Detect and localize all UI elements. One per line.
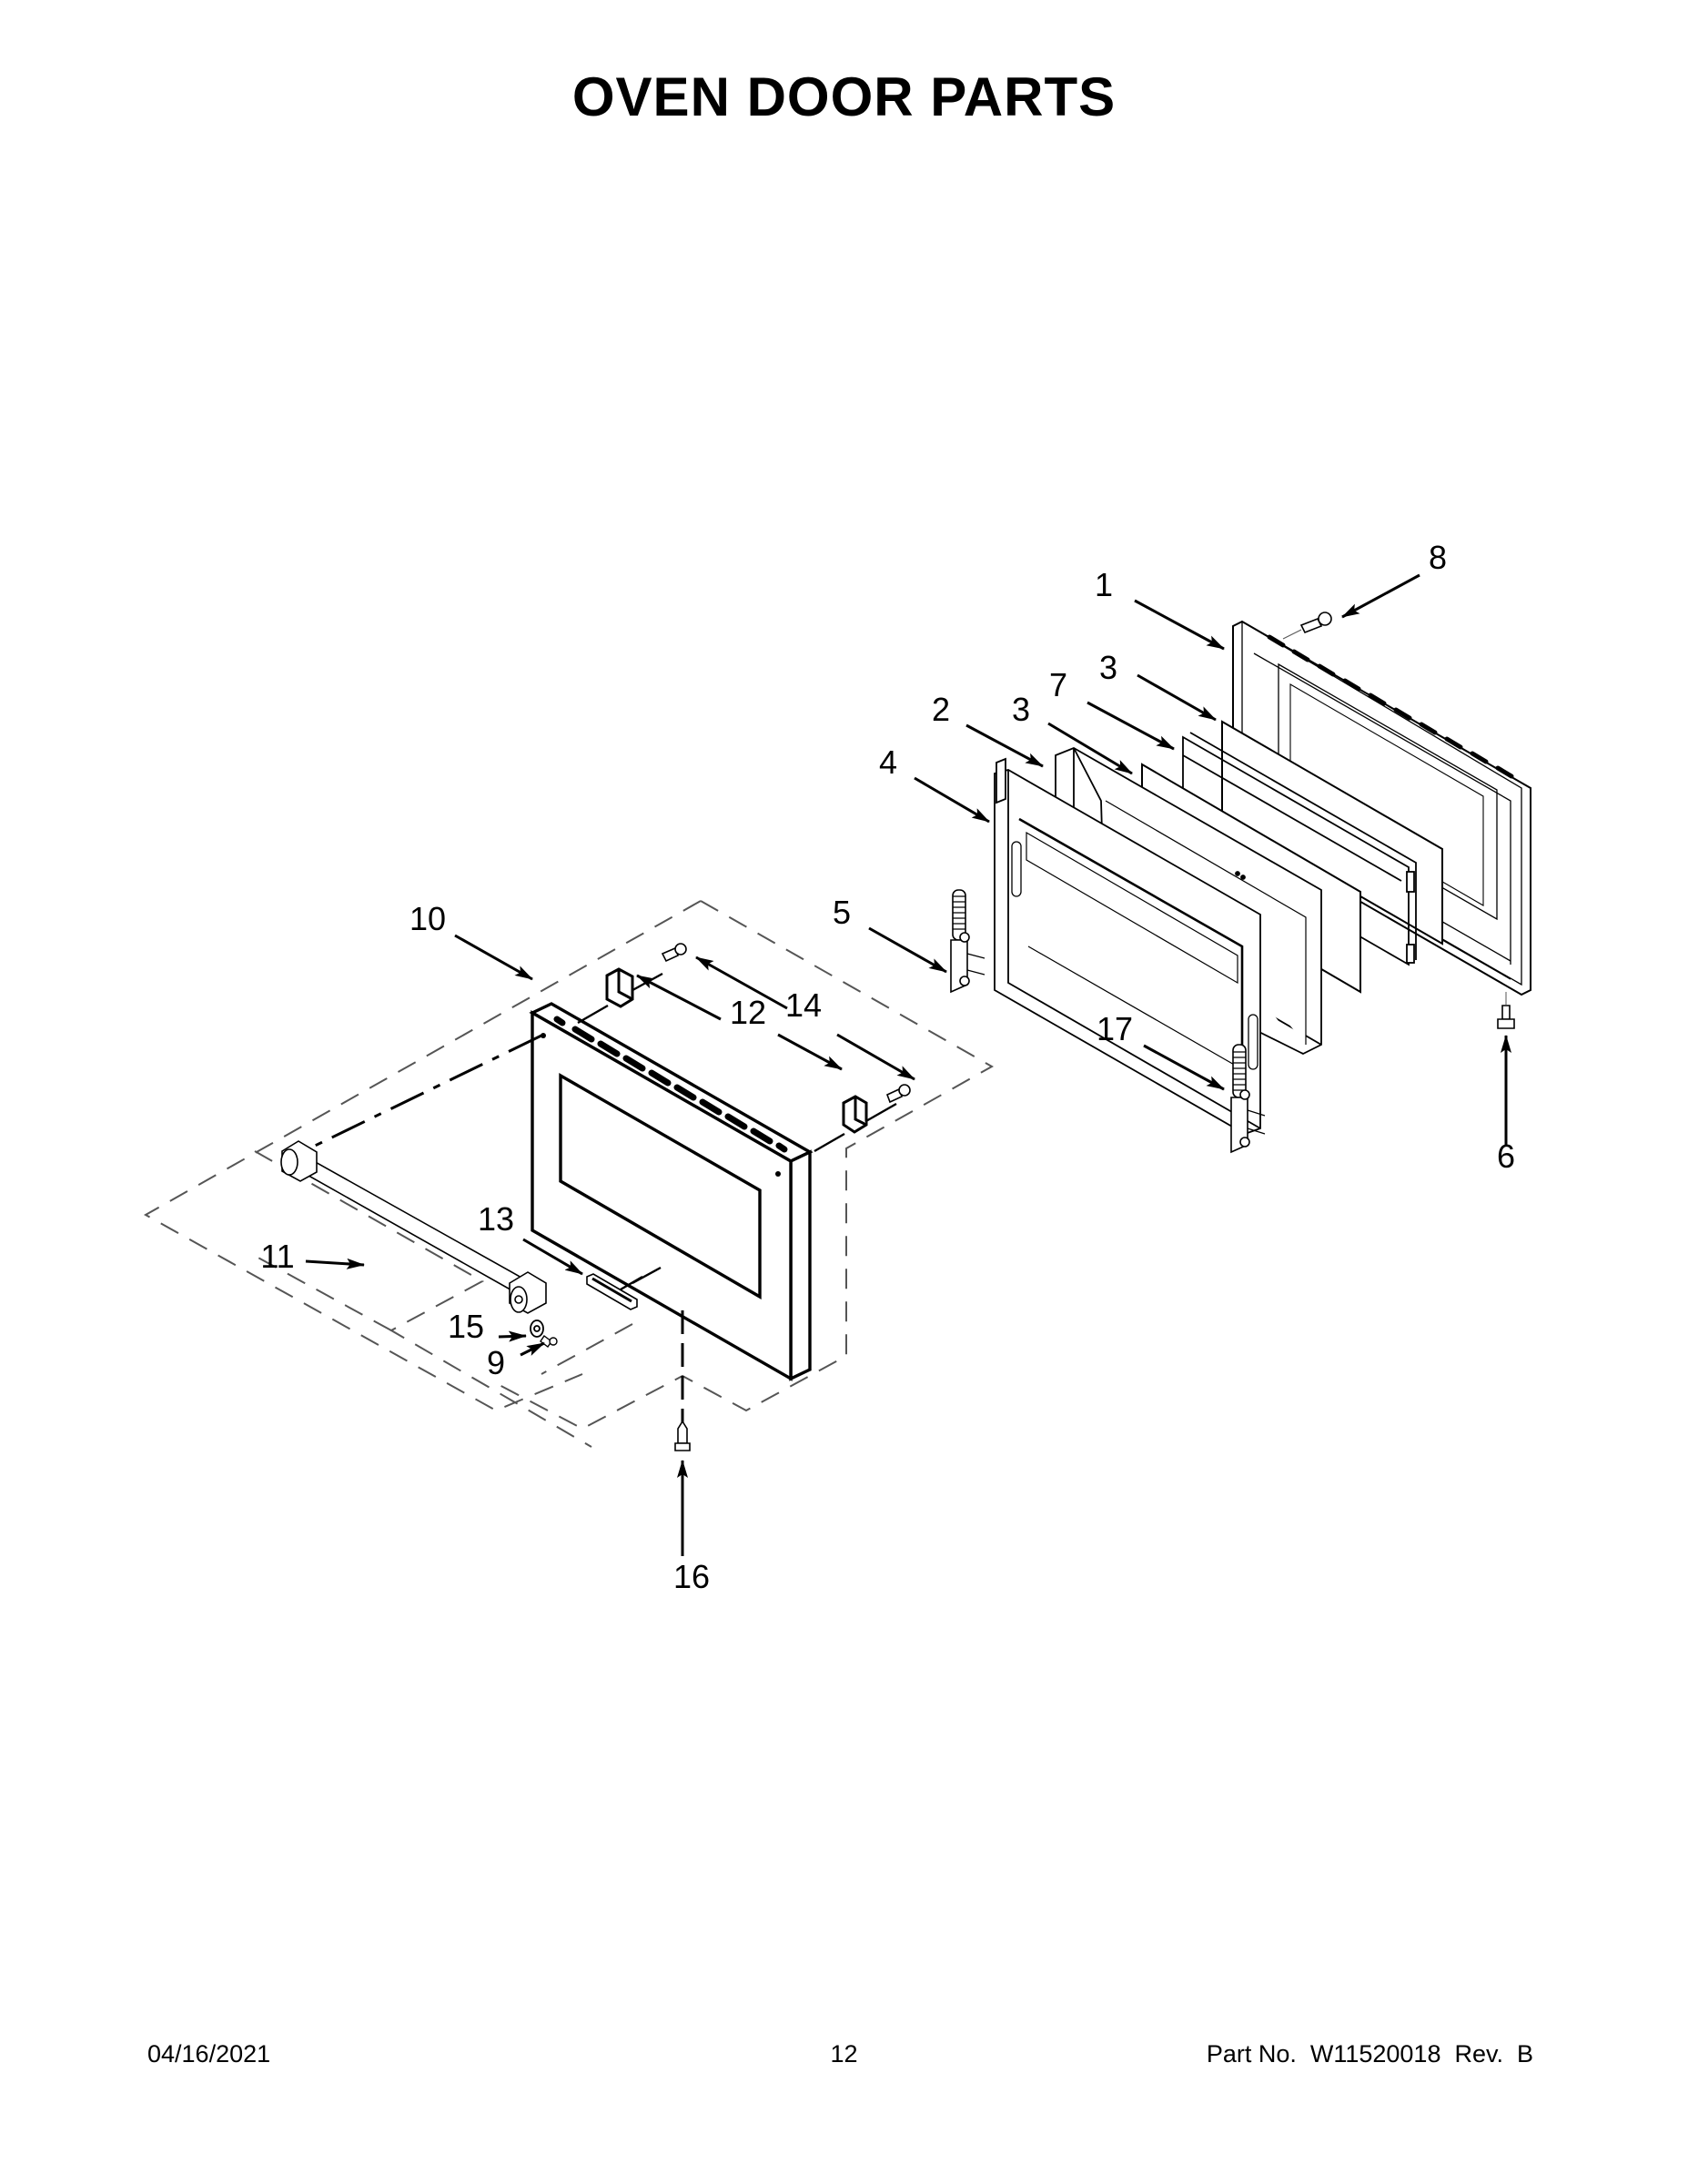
callout-13: 13 bbox=[478, 1200, 514, 1238]
part-rear-glass bbox=[1221, 720, 1443, 945]
nameplate-icon bbox=[586, 1273, 638, 1310]
door-clip-icon bbox=[605, 967, 868, 1134]
callout-arrows bbox=[305, 573, 1511, 1556]
footer-date: 04/16/2021 bbox=[147, 2040, 271, 2068]
screw-bottom-icon bbox=[1497, 992, 1515, 1029]
callout-1: 1 bbox=[1095, 566, 1113, 603]
part-inner-door-frame bbox=[1232, 620, 1531, 996]
callout-2: 2 bbox=[932, 691, 950, 728]
clip-screw-icon bbox=[661, 943, 911, 1104]
callout-11: 11 bbox=[260, 1238, 294, 1275]
callout-10: 10 bbox=[409, 900, 446, 937]
callout-14: 14 bbox=[785, 986, 822, 1024]
callout-labels: 1 2 3 3 4 5 6 7 8 9 10 11 12 13 14 15 16… bbox=[260, 539, 1515, 1595]
footer-part-number: Part No. W11520018 Rev. B bbox=[1206, 2040, 1533, 2068]
callout-12: 12 bbox=[730, 994, 766, 1031]
callout-7: 7 bbox=[1049, 666, 1067, 703]
callout-9: 9 bbox=[487, 1344, 505, 1381]
screw-door-bottom-icon bbox=[674, 1420, 691, 1451]
part-hinge-right bbox=[1230, 1044, 1266, 1154]
assembly-outline-dashed bbox=[143, 900, 995, 1448]
screw-top-icon bbox=[1282, 612, 1332, 640]
callout-5: 5 bbox=[833, 894, 851, 931]
callout-3b: 3 bbox=[1099, 649, 1117, 686]
callout-8: 8 bbox=[1429, 539, 1447, 576]
handle-screw-icon bbox=[540, 1334, 558, 1349]
part-outer-door-panel bbox=[529, 1002, 814, 1381]
part-door-liner bbox=[994, 757, 1261, 1135]
page-title: OVEN DOOR PARTS bbox=[571, 66, 1117, 127]
handle-spacer-icon bbox=[530, 1320, 544, 1338]
part-hinge-left bbox=[950, 889, 986, 994]
callout-16: 16 bbox=[673, 1558, 710, 1595]
assembly-leader-lines bbox=[308, 972, 897, 1429]
callout-6: 6 bbox=[1497, 1138, 1515, 1175]
callout-17: 17 bbox=[1097, 1010, 1133, 1047]
callout-3a: 3 bbox=[1012, 691, 1030, 728]
door-handle-icon bbox=[280, 1140, 547, 1314]
callout-15: 15 bbox=[448, 1308, 484, 1345]
footer-page-number: 12 bbox=[830, 2040, 858, 2068]
callout-4: 4 bbox=[879, 743, 897, 781]
